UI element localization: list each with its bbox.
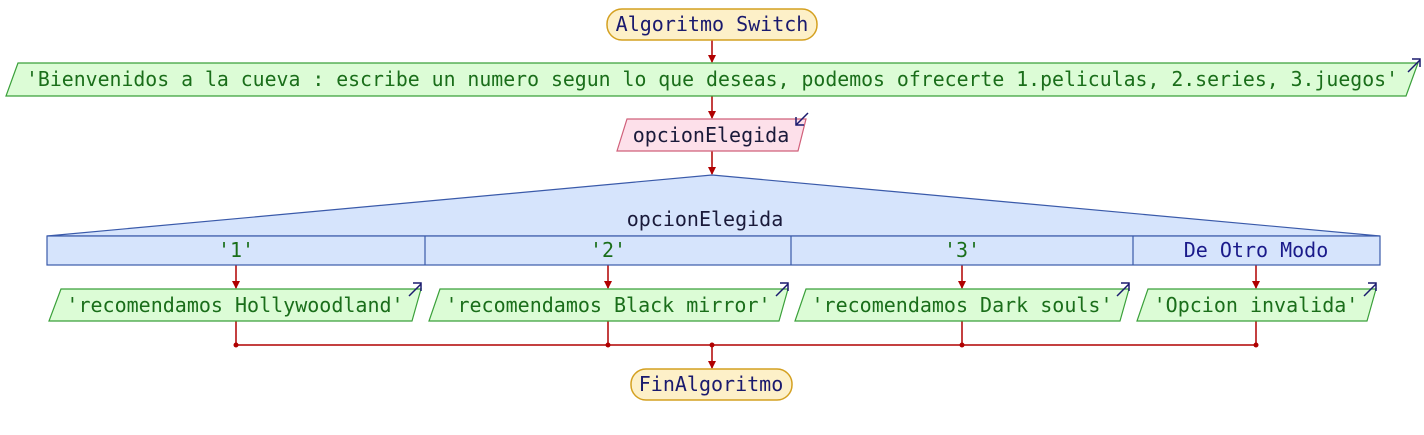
output-arrow-icon	[1407, 58, 1421, 73]
output-case-2: 'recomendamos Black mirror'	[428, 282, 789, 322]
output-case-default-text: 'Opcion invalida'	[1154, 293, 1359, 317]
end-terminal: FinAlgoritmo	[630, 368, 793, 401]
connectors	[232, 40, 1260, 369]
switch-expression: opcionElegida	[627, 207, 784, 231]
input-arrow-icon	[795, 112, 809, 126]
case-1-label: '1'	[218, 238, 254, 262]
input-variable-text: opcionElegida	[633, 123, 790, 147]
input-opcion: opcionElegida	[616, 112, 809, 152]
switch-cases-bar	[46, 235, 1381, 266]
output-case-2-text: 'recomendamos Black mirror'	[445, 293, 770, 317]
output-case-3-text: 'recomendamos Dark souls'	[811, 293, 1112, 317]
case-2-label: '2'	[590, 238, 626, 262]
output-case-default: 'Opcion invalida'	[1136, 282, 1377, 322]
output-case-1-text: 'recomendamos Hollywoodland'	[66, 293, 403, 317]
switch-block: opcionElegida '1' '2' '3' De Otro Modo	[46, 174, 1381, 266]
merge-points	[233, 342, 1259, 348]
case-3-label: '3'	[944, 238, 980, 262]
start-terminal: Algoritmo Switch	[606, 8, 818, 41]
output-welcome-text: 'Bienvenidos a la cueva : escribe un num…	[26, 67, 1398, 91]
output-welcome: 'Bienvenidos a la cueva : escribe un num…	[5, 58, 1421, 97]
output-arrow-icon	[775, 282, 789, 297]
end-label: FinAlgoritmo	[639, 372, 784, 396]
output-arrow-icon	[408, 282, 422, 297]
output-case-3: 'recomendamos Dark souls'	[794, 282, 1130, 322]
output-arrow-icon	[1363, 282, 1377, 297]
output-case-1: 'recomendamos Hollywoodland'	[48, 282, 422, 322]
start-label: Algoritmo Switch	[616, 12, 809, 36]
case-default-label: De Otro Modo	[1184, 238, 1329, 262]
output-arrow-icon	[1116, 282, 1130, 297]
